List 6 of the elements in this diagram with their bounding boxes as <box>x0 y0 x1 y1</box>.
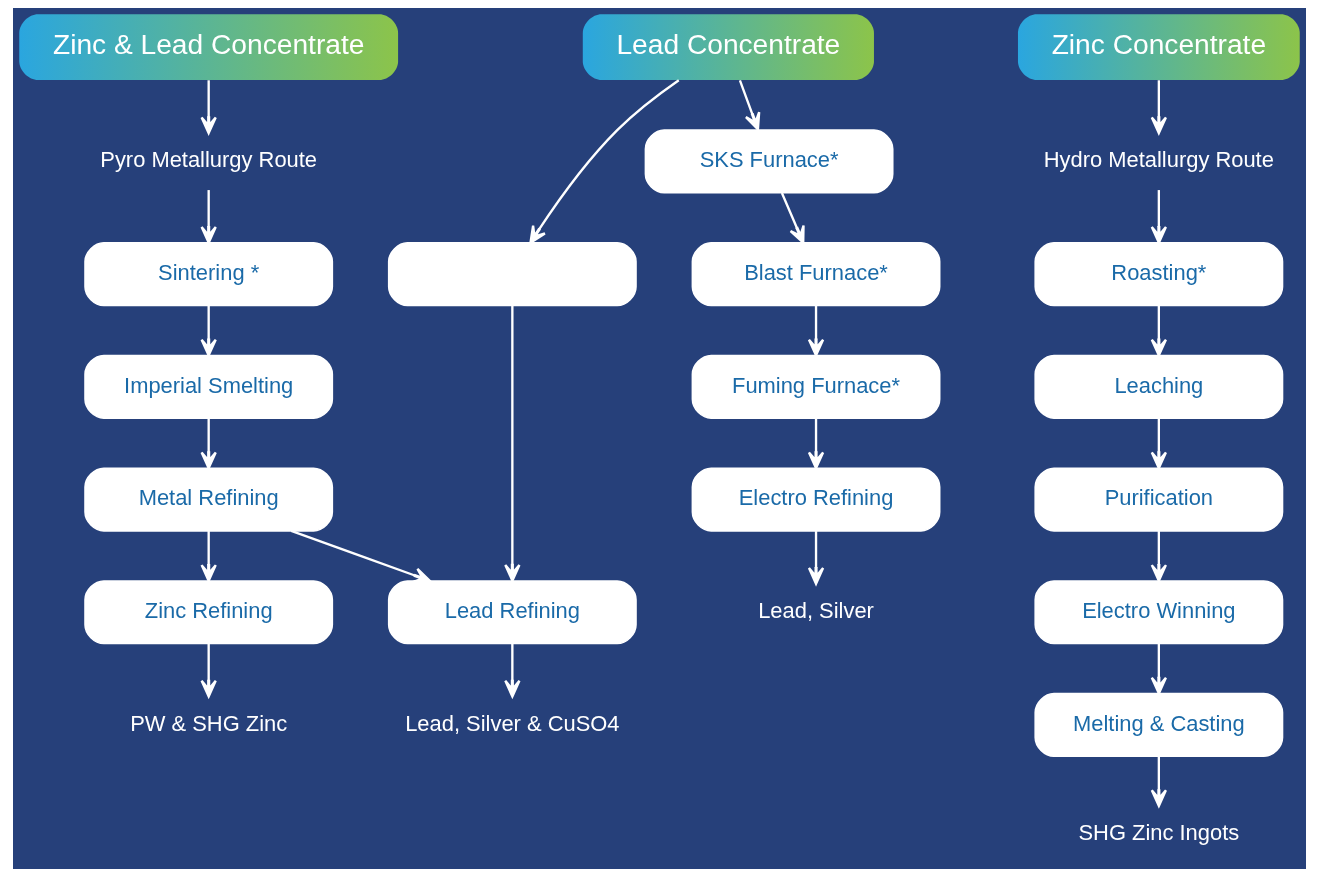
node-text: Hydro Metallurgy Route <box>1043 147 1274 173</box>
node-text: Pyro Metallurgy Route <box>99 147 317 173</box>
node-text: PW & SHG Zinc <box>129 710 287 736</box>
node-text: Lead, Silver <box>757 598 874 624</box>
node-text: Lead, Silver & CuSO4 <box>404 710 620 736</box>
node-text: SHG Zinc Ingots <box>1078 820 1239 846</box>
